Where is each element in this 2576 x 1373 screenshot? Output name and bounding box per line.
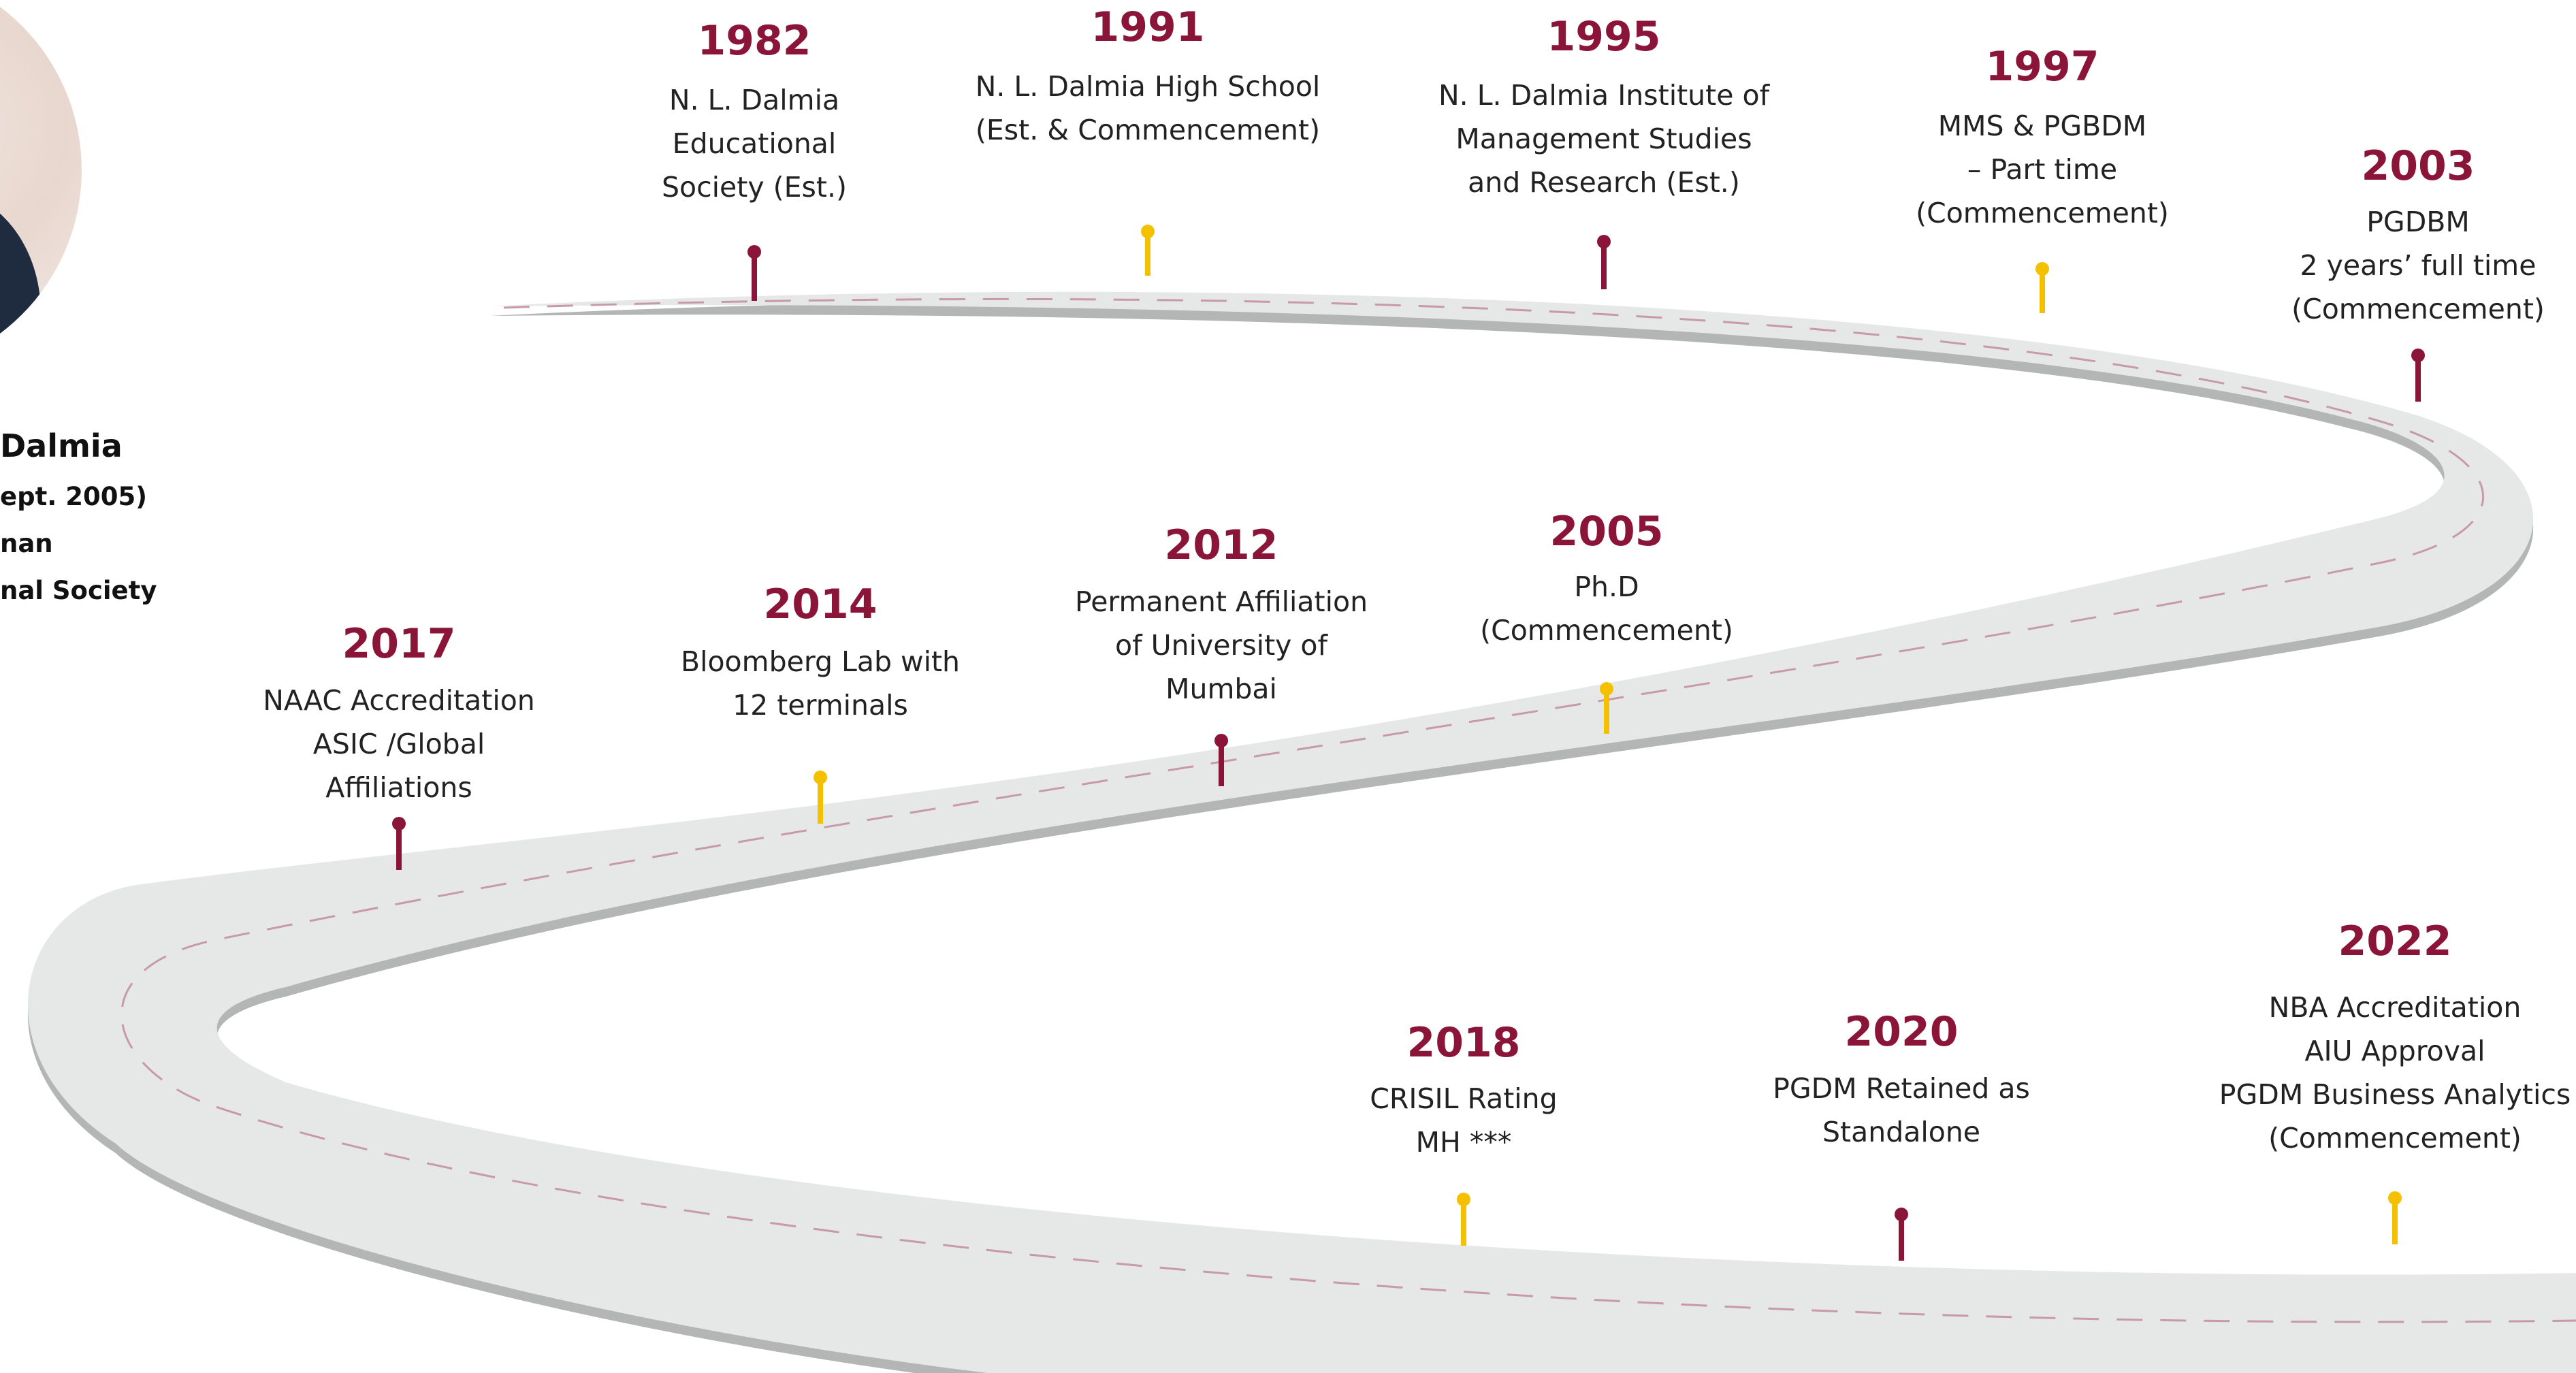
milestone-year-1991: 1991 <box>1091 3 1205 51</box>
milestone-description-line: NBA Accreditation <box>2268 991 2522 1024</box>
milestone-description-line: Standalone <box>1822 1116 1981 1148</box>
milestone-pin-head-2022 <box>2388 1191 2402 1205</box>
milestone-year-2012: 2012 <box>1164 521 1278 569</box>
milestone-year-1997: 1997 <box>1985 43 2099 91</box>
milestone-description-2005: Ph.D (Commencement) <box>1480 565 1733 652</box>
milestone-description-line: (Commencement) <box>2291 293 2545 325</box>
milestone-description-line: PGDM Retained as <box>1773 1072 2030 1105</box>
milestone-year-2005: 2005 <box>1549 508 1664 555</box>
founder-name: Dalmia <box>0 427 123 464</box>
milestone-year-2017: 2017 <box>342 620 456 668</box>
milestone-description-line: CRISIL Rating <box>1370 1082 1558 1115</box>
milestone-description-line: N. L. Dalmia <box>669 84 840 116</box>
milestone-description-line: of University of <box>1115 629 1327 662</box>
milestone-description-line: ASIC /Global <box>312 728 485 760</box>
milestone-description-2012: Permanent Affiliation of University of Mum… <box>1075 580 1368 711</box>
milestone-description-1991: N. L. Dalmia High School (Est. & Commence… <box>976 65 1321 152</box>
milestone-description-line: Management Studies <box>1455 123 1752 155</box>
milestone-description-2003: PGDBM 2 years’ full time (Commencement) <box>2291 200 2545 331</box>
milestone-description-line: (Commencement) <box>2268 1122 2522 1154</box>
milestone-description-1995: N. L. Dalmia Institute of Management Stud… <box>1438 74 1769 204</box>
founder-title: nan <box>0 529 53 558</box>
milestone-year-1982: 1982 <box>697 17 811 65</box>
milestone-description-line: N. L. Dalmia Institute of <box>1438 79 1770 112</box>
milestone-description-2014: Bloomberg Lab with 12 terminals <box>681 640 960 727</box>
milestone-description-line: (Commencement) <box>1916 197 2169 229</box>
founder-society: nal Society <box>0 576 157 605</box>
milestone-description-line: and Research (Est.) <box>1468 166 1740 199</box>
milestone-pin-head-2012 <box>1214 734 1228 747</box>
milestone-pin-head-1995 <box>1597 235 1611 248</box>
road-centerline <box>120 297 2576 1323</box>
milestone-description-line: Mumbai <box>1165 673 1277 705</box>
milestone-pin-head-1997 <box>2035 262 2049 276</box>
milestone-description-line: MH *** <box>1415 1126 1512 1159</box>
milestone-description-line: 12 terminals <box>732 689 908 722</box>
milestone-description-line: (Est. & Commencement) <box>975 114 1321 146</box>
milestone-description-line: MMS & PGBDM <box>1937 110 2147 142</box>
milestone-pin-head-2018 <box>1457 1193 1470 1206</box>
founder-tenure: ept. 2005) <box>0 482 148 511</box>
milestone-description-line: AIU Approval <box>2304 1035 2485 1067</box>
milestone-description-line: PGDBM <box>2366 206 2470 238</box>
milestone-description-line: 2 years’ full time <box>2300 249 2537 282</box>
milestone-description-line: Ph.D <box>1574 570 1639 603</box>
milestone-description-line: NAAC Accreditation <box>263 684 535 717</box>
milestone-description-line: N. L. Dalmia High School <box>975 70 1321 103</box>
milestone-pin-head-2020 <box>1895 1208 1908 1221</box>
milestone-year-2003: 2003 <box>2361 142 2475 190</box>
milestone-description-2020: PGDM Retained as Standalone <box>1773 1067 2030 1154</box>
milestone-pin-head-2017 <box>392 817 406 830</box>
pins-layer <box>392 225 2425 1261</box>
road-body <box>27 291 2576 1373</box>
milestone-description-line: Permanent Affiliation <box>1074 585 1368 618</box>
milestone-year-2014: 2014 <box>763 581 878 628</box>
milestone-description-line: – Part time <box>1967 153 2118 186</box>
milestone-description-1997: MMS & PGBDM – Part time (Commencement) <box>1916 104 2169 235</box>
milestone-pin-head-2005 <box>1600 682 1613 696</box>
milestone-pin-head-2003 <box>2411 349 2425 362</box>
milestone-year-2018: 2018 <box>1406 1019 1521 1067</box>
milestone-year-2022: 2022 <box>2338 918 2452 965</box>
milestone-description-line: Society (Est.) <box>661 171 848 204</box>
milestone-description-line: PGDM Business Analytics <box>2219 1078 2571 1111</box>
milestone-pin-head-2014 <box>814 771 827 784</box>
milestone-pin-head-1991 <box>1141 225 1155 238</box>
milestone-description-line: Affiliations <box>325 771 472 804</box>
milestone-description-line: Educational <box>672 127 837 160</box>
milestone-pin-head-1982 <box>747 245 761 259</box>
milestone-description-line: Bloomberg Lab with <box>680 645 961 678</box>
milestone-description-2018: CRISIL Rating MH *** <box>1370 1077 1557 1164</box>
milestone-year-1995: 1995 <box>1547 13 1661 61</box>
milestone-year-2020: 2020 <box>1844 1008 1959 1056</box>
milestone-description-line: (Commencement) <box>1480 614 1733 647</box>
